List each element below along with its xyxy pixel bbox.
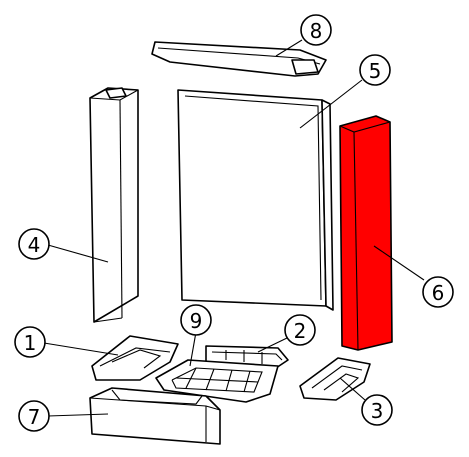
callout-2: 2 <box>284 314 316 346</box>
callout-1-label: 1 <box>24 331 37 355</box>
leader-lines <box>43 39 425 417</box>
callout-9-label: 9 <box>190 309 203 333</box>
callout-6: 6 <box>422 276 454 308</box>
callout-3: 3 <box>361 394 393 426</box>
callout-9: 9 <box>180 304 212 336</box>
part-8-top-baffle <box>151 41 327 77</box>
part-4-left-side-panel <box>89 87 139 323</box>
callout-5-label: 5 <box>369 59 382 83</box>
callout-7-label: 7 <box>28 405 41 429</box>
callout-3-label: 3 <box>371 399 384 423</box>
callout-5: 5 <box>359 54 391 86</box>
callout-4-label: 4 <box>28 233 41 257</box>
part-3-right-corner-brick <box>299 357 371 401</box>
callout-2-label: 2 <box>294 319 307 343</box>
part-6-right-side-panel <box>339 115 393 351</box>
callout-8: 8 <box>300 14 332 46</box>
callout-8-label: 8 <box>310 19 323 43</box>
callout-4: 4 <box>18 228 50 260</box>
part-7-front-sill <box>89 387 221 445</box>
callout-7: 7 <box>18 400 50 432</box>
part-1-left-front-brick <box>91 335 179 381</box>
part-9-grate <box>155 359 279 403</box>
callout-1: 1 <box>14 326 46 358</box>
callout-6-label: 6 <box>432 281 445 305</box>
part-5-back-panel <box>177 89 334 311</box>
